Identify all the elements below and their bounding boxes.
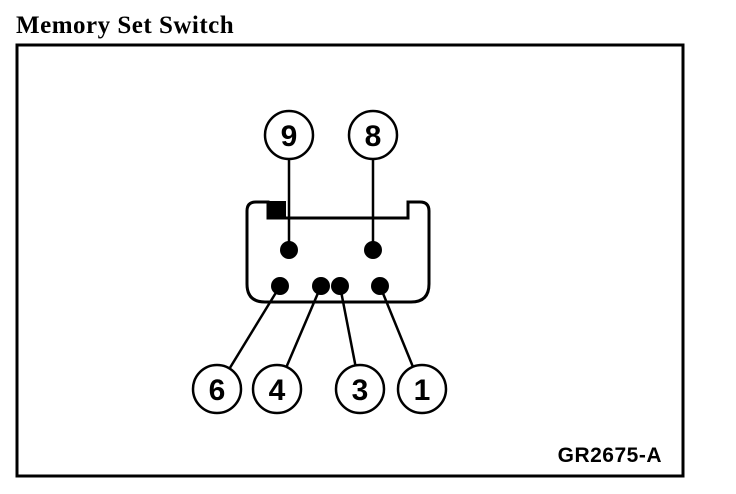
connector-body xyxy=(245,200,431,304)
callout-label-pin-9: 9 xyxy=(281,120,298,153)
pin-3-terminal-dot xyxy=(331,277,349,295)
callout-circle-pin-8 xyxy=(347,109,399,161)
figure-code: GR2675-A xyxy=(558,444,662,467)
pin-6-terminal-dot xyxy=(271,277,289,295)
callout-label-pin-4: 4 xyxy=(269,374,286,407)
pin-4-terminal-dot xyxy=(312,277,330,295)
callouts: 9 8 6 4 3 1 xyxy=(191,109,448,415)
pin-1-terminal-dot xyxy=(371,277,389,295)
callout-circle-pin-3 xyxy=(334,363,386,415)
connector-keyway xyxy=(267,201,286,218)
callout-label-pin-8: 8 xyxy=(365,120,382,153)
callout-circle-pin-1 xyxy=(396,363,448,415)
figure-border xyxy=(15,43,685,478)
connector xyxy=(245,200,431,304)
pin-9-terminal-dot xyxy=(280,241,298,259)
callout-circle-pin-6 xyxy=(191,363,243,415)
callout-label-pin-3: 3 xyxy=(352,374,369,407)
figure-title: Memory Set Switch xyxy=(16,12,234,39)
pin-terminals xyxy=(271,241,389,295)
callout-label-pin-1: 1 xyxy=(414,374,431,407)
callout-circle-pin-9 xyxy=(263,109,315,161)
callout-label-pin-6: 6 xyxy=(209,374,226,407)
callout-circle-pin-4 xyxy=(251,363,303,415)
pin-8-terminal-dot xyxy=(364,241,382,259)
